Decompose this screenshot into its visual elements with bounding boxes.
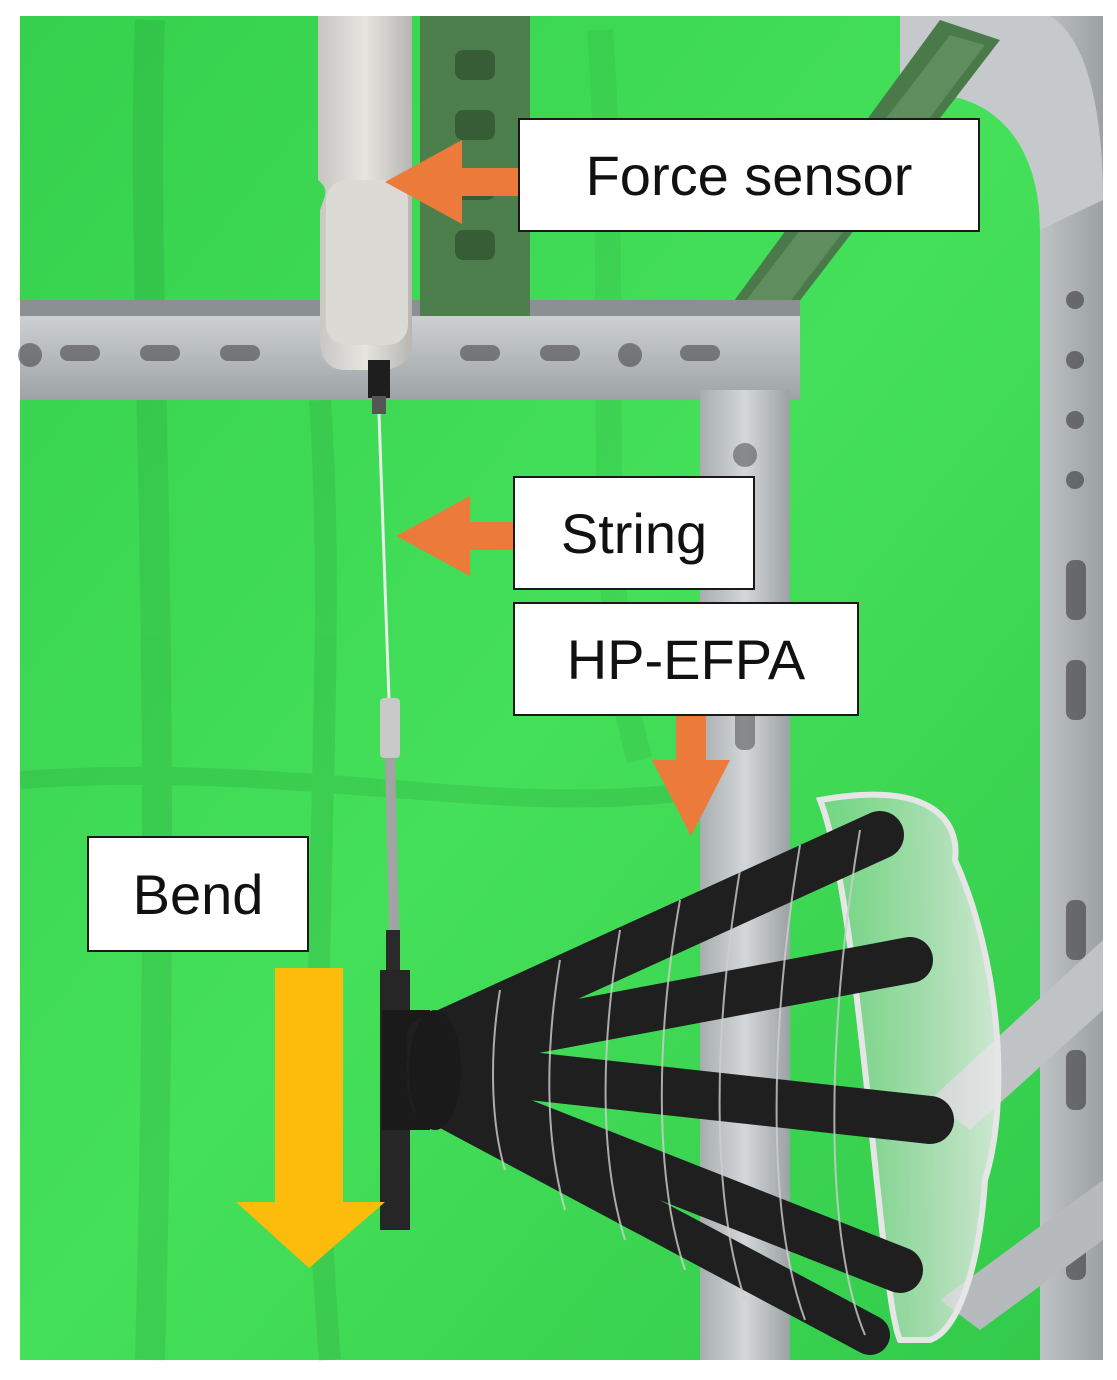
string-line [377, 413, 391, 701]
bend-label: Bend [87, 836, 309, 952]
arrow-down-icon [652, 716, 730, 836]
string-label: String [513, 476, 755, 590]
arrow-left-icon [385, 140, 518, 224]
arrow-down-icon [236, 968, 385, 1268]
force-sensor-label: Force sensor [518, 118, 980, 232]
hp-efpa-actuator [406, 791, 1002, 1355]
arrow-left-icon [396, 496, 518, 576]
hp-efpa-label: HP-EFPA [513, 602, 859, 716]
force-sensor-device [318, 16, 412, 414]
